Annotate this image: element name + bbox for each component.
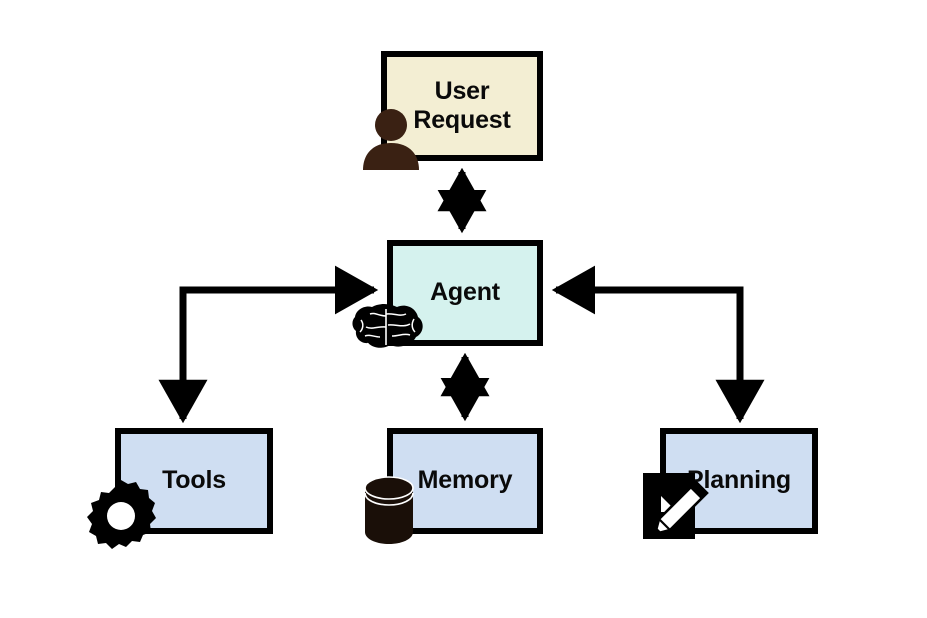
node-planning-label: Planning: [687, 466, 791, 495]
node-user-request[interactable]: User Request: [381, 51, 543, 161]
edge-tools-agent: [158, 265, 379, 424]
node-planning[interactable]: Planning: [660, 428, 818, 534]
node-memory[interactable]: Memory: [387, 428, 543, 534]
edge-planning-agent: [551, 265, 765, 424]
node-user-request-label: User Request: [413, 76, 511, 135]
node-agent[interactable]: Agent: [387, 240, 543, 346]
node-tools-label: Tools: [162, 466, 226, 495]
node-memory-label: Memory: [417, 466, 513, 495]
node-tools[interactable]: Tools: [115, 428, 273, 534]
node-agent-label: Agent: [430, 278, 500, 307]
